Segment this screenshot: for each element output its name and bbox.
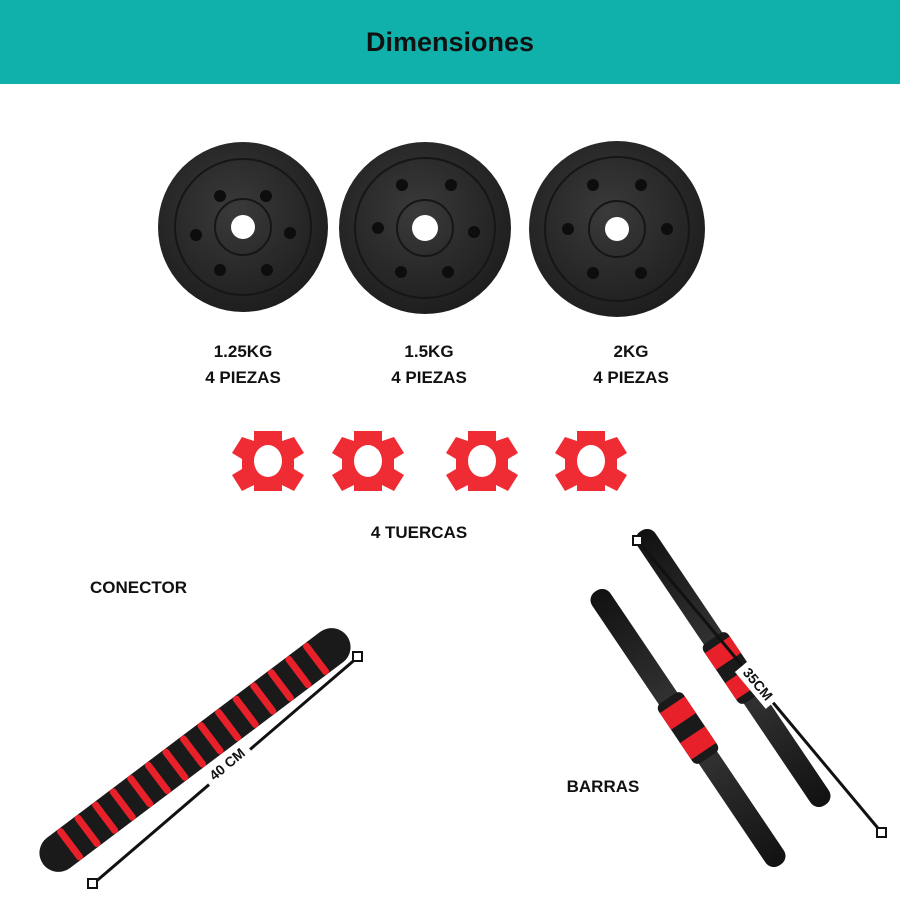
header-banner: Dimensiones (0, 0, 900, 84)
plate-1-weight: 1.25KG (213, 342, 273, 361)
page-title: Dimensiones (365, 26, 535, 57)
plate-3-qty: 4 PIEZAS (593, 368, 669, 387)
plate-1-label: 1.25KG 4 PIEZAS (183, 339, 303, 391)
bars-dimension-bg (734, 659, 782, 709)
bar-1 (590, 588, 786, 868)
bars-label: BARRAS (566, 777, 640, 796)
plate-2-qty: 4 PIEZAS (391, 368, 467, 387)
plate-2-label: 1.5KG 4 PIEZAS (369, 339, 489, 391)
plate-3-label: 2KG 4 PIEZAS (571, 339, 691, 391)
connector-tube (39, 628, 351, 872)
nuts-label: 4 TUERCAS (370, 523, 468, 542)
plate-2-weight: 1.5KG (404, 342, 454, 361)
nut-4 (555, 431, 627, 491)
plate-1-5kg (339, 142, 511, 314)
nut-1 (232, 431, 304, 491)
nuts-group (232, 431, 627, 491)
connector-dimension-bg (199, 738, 255, 790)
plate-1-25kg (158, 142, 328, 312)
nut-3 (446, 431, 518, 491)
nut-2 (332, 431, 404, 491)
plate-2kg (529, 141, 705, 317)
plate-3-weight: 2KG (613, 342, 649, 361)
plate-1-qty: 4 PIEZAS (205, 368, 281, 387)
connector-label: CONECTOR (90, 578, 187, 597)
